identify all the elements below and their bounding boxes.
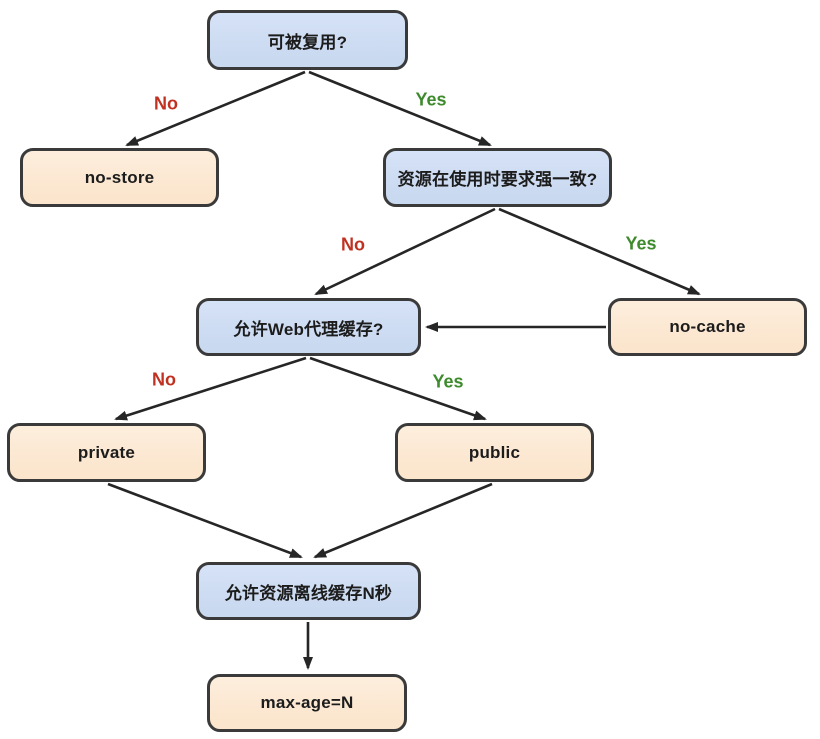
node-no-store: no-store [20, 148, 219, 207]
node-max-age: max-age=N [207, 674, 407, 732]
edge-label-reusable-yes: Yes [415, 89, 447, 110]
edge-consistency-no-cache [498, 207, 701, 296]
edge-label-reusable-no: No [154, 93, 178, 114]
edge-private-offline [107, 482, 303, 559]
edge-web-proxy-private [114, 356, 307, 421]
node-offline-cache-question: 允许资源离线缓存N秒 [196, 562, 421, 620]
node-reusable-question: 可被复用? [207, 10, 408, 70]
edge-reusable-consistency [308, 70, 492, 147]
edge-public-offline [313, 482, 493, 559]
edge-label-consistency-yes: Yes [625, 233, 657, 254]
node-strong-consistency-question: 资源在使用时要求强一致? [383, 148, 612, 207]
node-private: private [7, 423, 206, 482]
node-web-proxy-question: 允许Web代理缓存? [196, 298, 421, 356]
node-public: public [395, 423, 594, 482]
edge-reusable-no-store [125, 70, 306, 147]
edge-consistency-web-proxy [314, 207, 496, 296]
edge-label-proxy-no: No [152, 369, 176, 390]
node-no-cache: no-cache [608, 298, 807, 356]
edge-web-proxy-public [309, 356, 487, 421]
edge-label-proxy-yes: Yes [432, 371, 464, 392]
edge-label-consistency-no: No [341, 234, 365, 255]
